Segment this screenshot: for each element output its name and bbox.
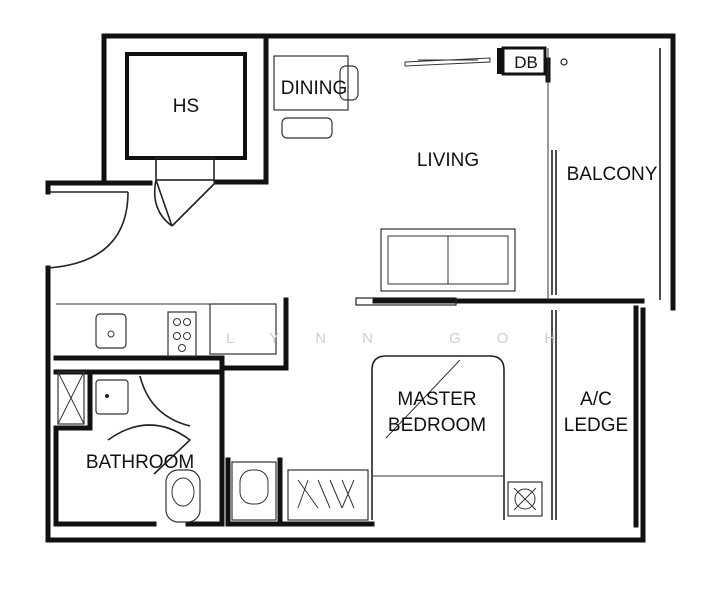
sink-drain (107, 330, 115, 338)
bathroom-wall-2 (87, 369, 225, 379)
main-door[interactable] (47, 191, 129, 269)
shower-drain-icon (57, 371, 85, 425)
washer-drum (239, 469, 269, 505)
basin-icon (95, 379, 129, 415)
tv-unit (404, 57, 491, 67)
top-wall (45, 33, 676, 186)
kitchen-wall (53, 297, 289, 371)
dining-area: DINING (273, 55, 359, 139)
tv-console (404, 57, 491, 67)
light-switch-icon (560, 58, 568, 66)
bathroom-label: BATHROOM (86, 452, 194, 473)
fan-coil-unit (507, 481, 543, 517)
hs-label: HS (173, 96, 199, 117)
bed-sheet-fold (385, 359, 461, 439)
balcony: BALCONY (547, 48, 661, 300)
ac-ledge-label-line1: A/C (580, 389, 612, 410)
db-wall-stub (497, 48, 503, 74)
db-label: DB (514, 53, 538, 72)
dining-table (273, 55, 349, 111)
fridge-icon (209, 303, 277, 355)
shower-box (57, 371, 85, 425)
bed-icon (371, 355, 505, 520)
toilet-icon (165, 469, 201, 523)
bathroom-door-swing (107, 375, 192, 475)
kitchen (56, 303, 277, 357)
bathroom: BATHROOM (57, 371, 201, 523)
balcony-label: BALCONY (567, 164, 658, 185)
hs-enclosure-wall (213, 37, 269, 185)
washer-icon (231, 461, 277, 521)
master-bedroom-label-line2: BEDROOM (388, 415, 486, 436)
fan-coil-circle (514, 488, 536, 510)
wardrobe (287, 469, 369, 521)
basin-tap (105, 394, 109, 398)
master-bedroom: MASTER BEDROOM (371, 355, 543, 520)
hs-door-frame (155, 157, 215, 181)
balcony-slider (551, 150, 557, 295)
main-door-swing (47, 191, 129, 269)
sink-icon (95, 313, 127, 349)
dining-chair-bottom (281, 117, 333, 139)
bathroom-left-box (53, 425, 157, 527)
ac-ledge-slider (551, 310, 557, 520)
db-box: DB (497, 46, 568, 76)
watermark: LYNN GOH (226, 330, 591, 347)
living-room: LIVING (355, 150, 516, 306)
hs-room: HS (125, 52, 247, 227)
dining-label: DINING (281, 78, 348, 99)
toilet-bowl (171, 477, 195, 507)
stove-icon (167, 311, 197, 357)
bottom-wall (45, 307, 646, 543)
fan-coil-cross-icon (513, 487, 537, 511)
bathroom-top-wall (53, 369, 93, 431)
dining-chair-right (339, 65, 359, 101)
hs-door-swing (153, 179, 217, 227)
wardrobe-hangers (297, 479, 355, 509)
washer-enclosure (225, 457, 283, 527)
wardrobe-icon (287, 469, 369, 521)
master-bedroom-label-line1: MASTER (397, 389, 476, 410)
ac-ledge: A/C LEDGE (564, 389, 628, 436)
bedroom-sliding-door[interactable] (355, 297, 457, 306)
inner-walls (53, 37, 645, 528)
washer (231, 461, 277, 521)
living-label: LIVING (417, 150, 479, 171)
sofa-icon (380, 228, 516, 292)
ac-ledge-label-line2: LEDGE (564, 415, 628, 436)
